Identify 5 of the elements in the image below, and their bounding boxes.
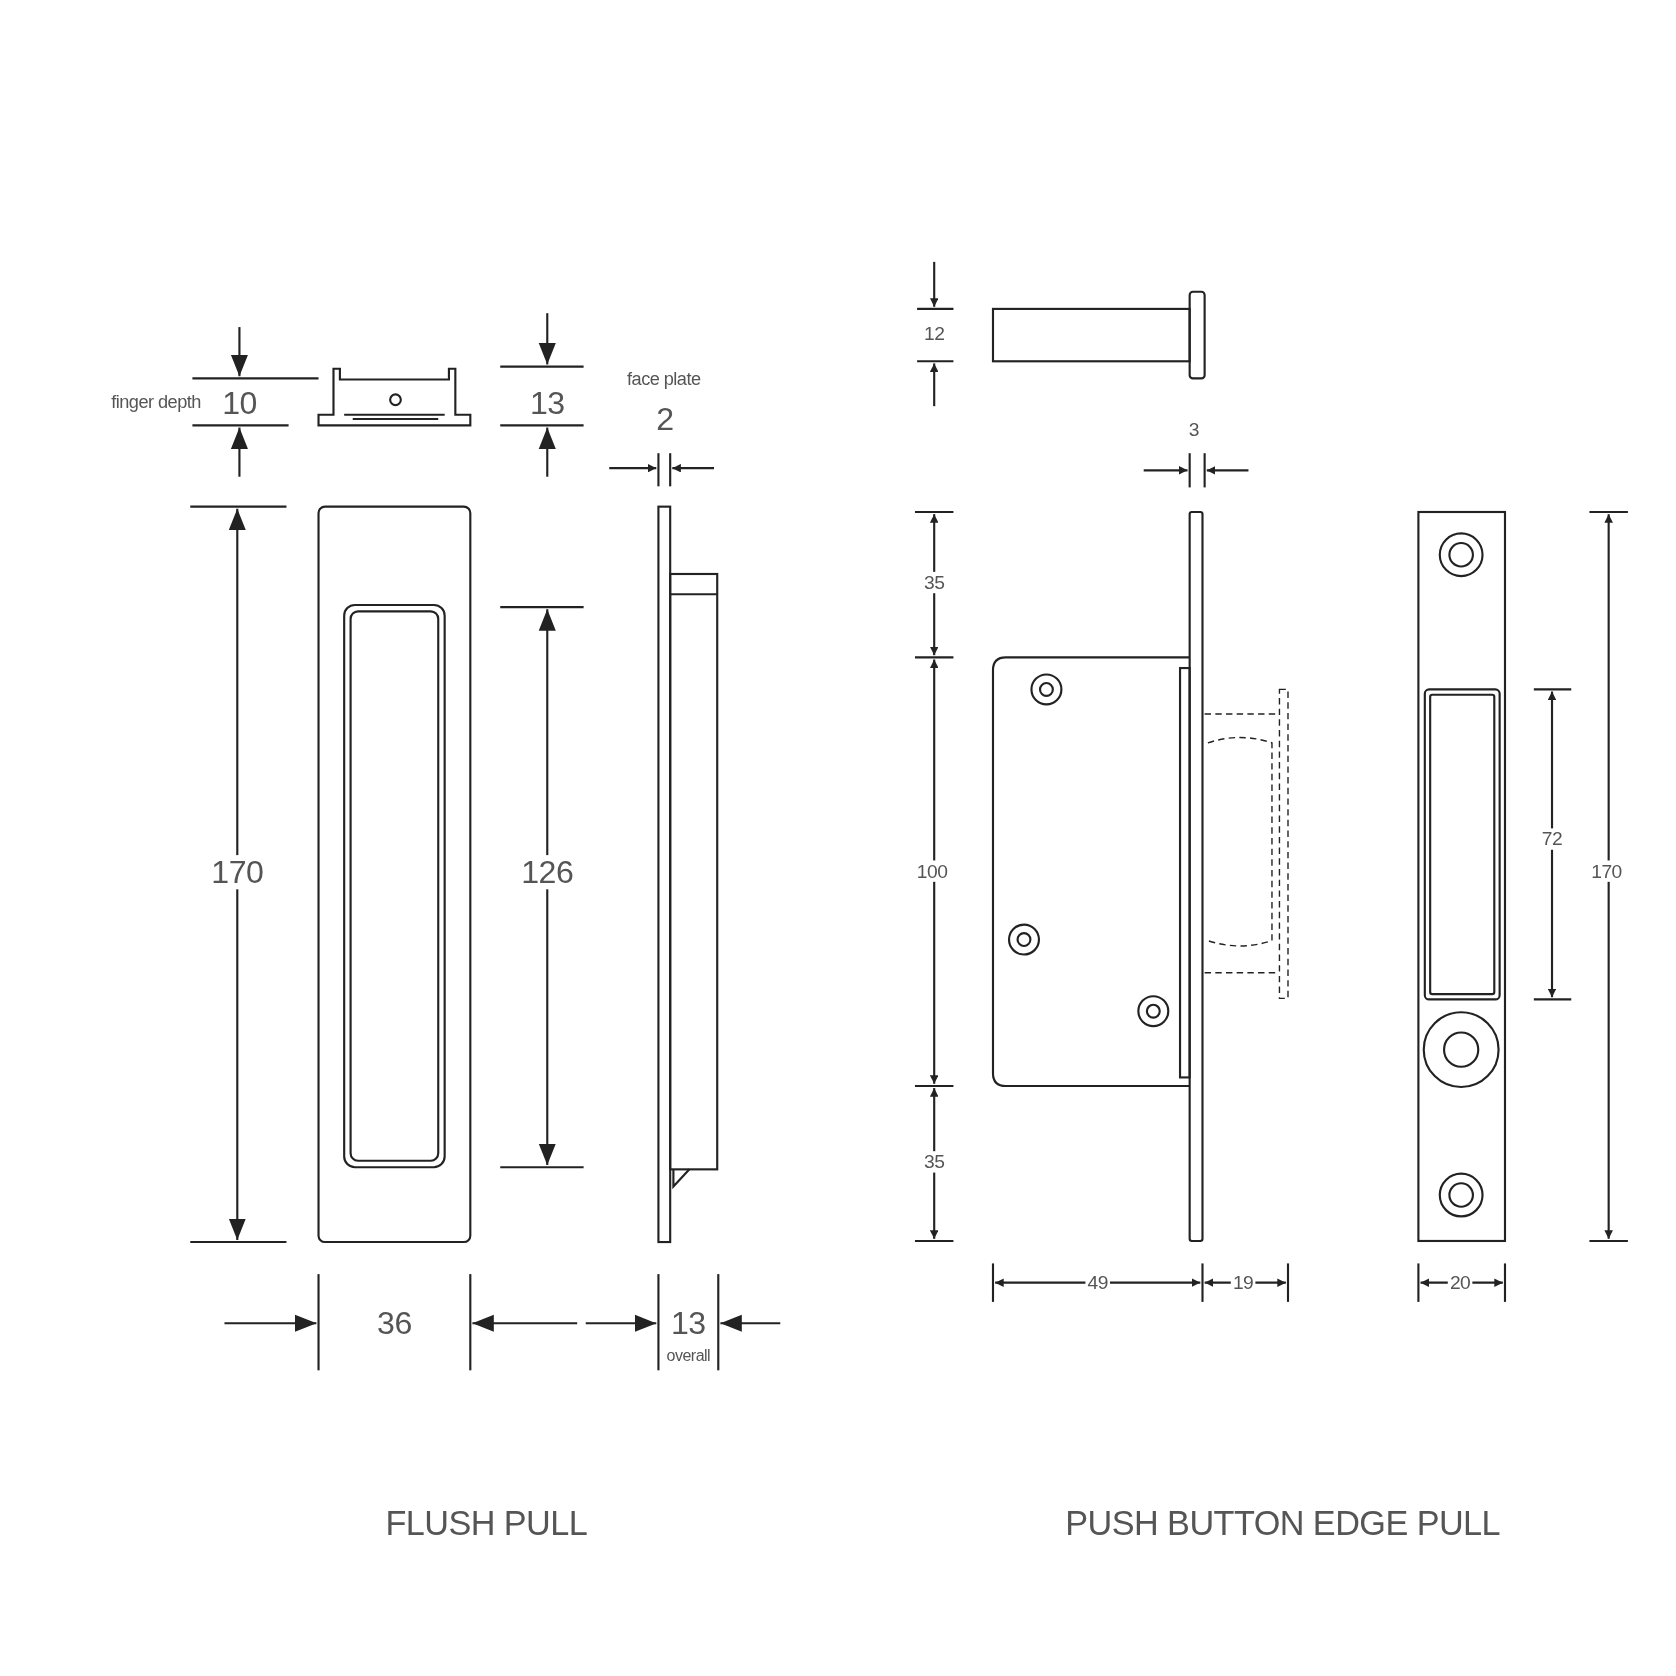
dimension-value: 35 (921, 571, 947, 594)
dimension-value: 35 (921, 1151, 947, 1173)
dimension-value: 170 (1589, 860, 1624, 882)
note-label: face plate (624, 369, 703, 390)
dimension-value: 72 (1539, 828, 1565, 850)
